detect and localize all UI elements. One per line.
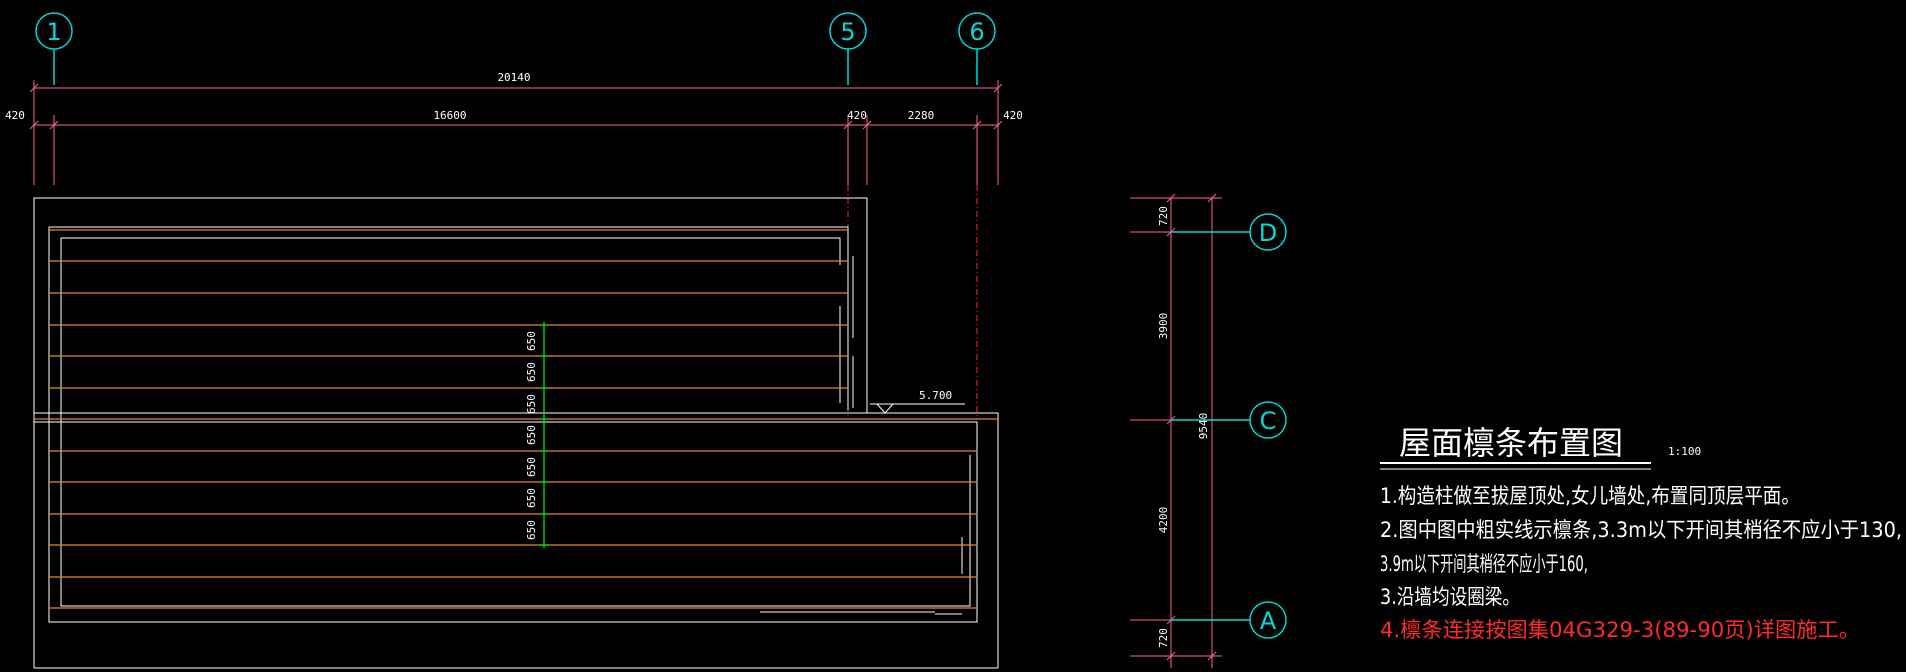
note-1: 1.构造柱做至拔屋顶处,女儿墙处,布置同顶层平面。 [1380, 484, 1800, 508]
spacing-label: 650 [525, 457, 538, 477]
dim-left-ext: 420 [5, 109, 25, 122]
purlin-spacing-dimension [540, 322, 548, 548]
spacing-label: 650 [525, 520, 538, 540]
note-3: 3.9m以下开间其梢径不应小于160, [1380, 552, 1588, 576]
grid-bubble-C [1249, 401, 1287, 439]
spacing-label: 650 [525, 488, 538, 508]
right-grid-leaders [1171, 213, 1287, 639]
grid-axis-bubbles-top [35, 12, 996, 85]
top-dimension-lines [29, 80, 1003, 185]
purlin-lines [34, 229, 998, 609]
dim-right-d-c: 3900 [1157, 313, 1170, 340]
drawing-title: 屋面檩条布置图 [1399, 424, 1623, 462]
grid-label-6: 6 [969, 18, 984, 46]
plan-outline [33, 197, 999, 669]
dim-span-5-6: 2280 [908, 109, 935, 122]
grid-label-A: A [1260, 607, 1277, 635]
dim-right-bottom: 720 [1157, 628, 1170, 648]
note-5-highlighted: 4.檩条连接按图集04G329-3(89-90页)详图施工。 [1380, 618, 1860, 642]
grid-label-1: 1 [46, 18, 61, 46]
elevation-mark [870, 403, 965, 414]
spacing-label: 650 [525, 425, 538, 445]
grid-bubble-A [1249, 601, 1287, 639]
spacing-label: 650 [525, 362, 538, 382]
purlin-spacing-labels: 650 650 650 650 650 650 650 [525, 331, 538, 540]
grid-label-D: D [1259, 219, 1277, 247]
spacing-label: 650 [525, 331, 538, 351]
dim-mid-420: 420 [847, 109, 867, 122]
dim-right-overall: 9540 [1197, 413, 1210, 440]
dim-right-top: 720 [1157, 206, 1170, 226]
elevation-value: 5.700 [919, 389, 952, 402]
grid-label-C: C [1260, 407, 1277, 435]
dim-right-c-a: 4200 [1157, 507, 1170, 534]
dim-span-1-5: 16600 [433, 109, 466, 122]
note-2: 2.图中图中粗实线示檩条,3.3m以下开间其梢径不应小于130, [1380, 518, 1902, 542]
note-4: 3.沿墙均设圈梁。 [1380, 585, 1520, 609]
grid-label-5: 5 [840, 18, 855, 46]
spacing-label: 650 [525, 394, 538, 414]
drawing-scale: 1:100 [1668, 445, 1701, 458]
dim-right-ext: 420 [1003, 109, 1023, 122]
grid-bubble-D [1249, 213, 1287, 251]
dim-overall-top: 20140 [497, 71, 530, 84]
title-underline [1380, 462, 1651, 470]
